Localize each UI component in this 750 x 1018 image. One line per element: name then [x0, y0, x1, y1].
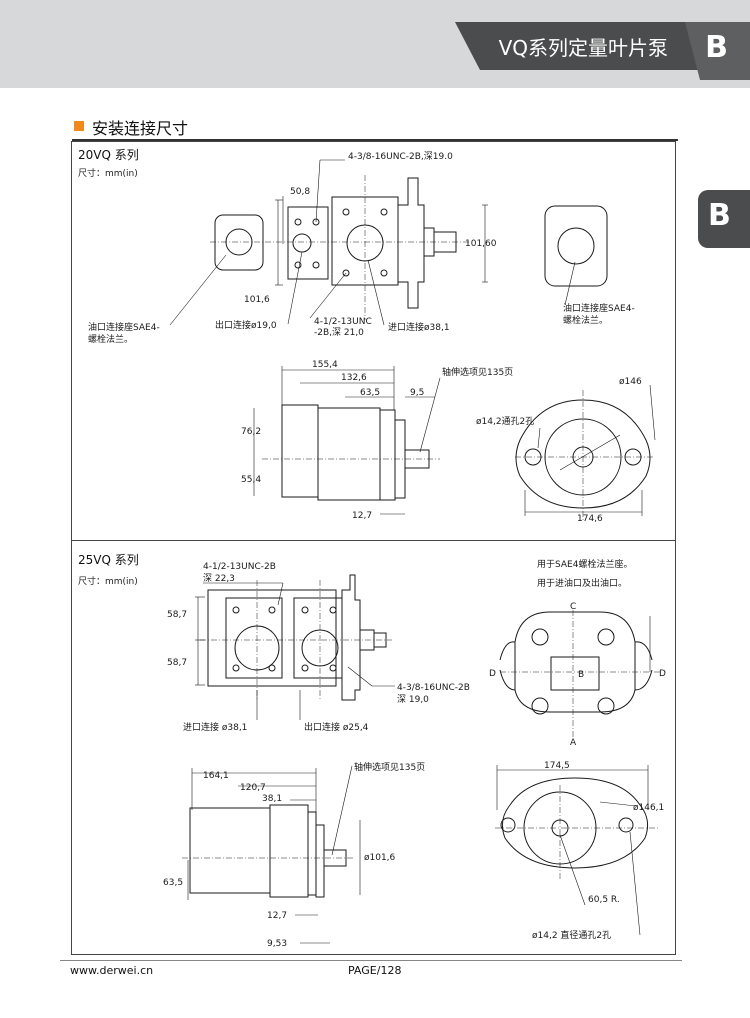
- label-25vq-381: 38,1: [262, 794, 282, 804]
- pump-25vq-front-view: [200, 574, 392, 701]
- label-20vq-635: 63,5: [360, 388, 380, 398]
- label-20vq-hole: ø14,2通孔2孔: [476, 416, 534, 427]
- side-tab-letter: B: [708, 198, 731, 233]
- label-20vq-bolt: 4-3/8-16UNC-2B,深19.0: [348, 151, 453, 162]
- header-shape: [455, 22, 750, 80]
- footer-rule: [60, 960, 682, 961]
- label-25vq-hole: ø14,2 直径通孔2孔: [532, 929, 611, 941]
- label-25vq-thread1: 4-1/2-13UNC-2B: [203, 562, 276, 572]
- label-25vq-inlet: 进口连接 ø38,1: [183, 721, 247, 733]
- label-20vq-flange-r1: 油口连接座SAE4-: [563, 302, 635, 314]
- label-20vq-1016: 101,6: [244, 295, 270, 305]
- label-25vq-note1: 用于SAE4螺栓法兰座。: [537, 558, 632, 570]
- label-25vq-127: 12,7: [267, 911, 287, 921]
- pump-20vq-side-view: [262, 404, 440, 501]
- label-25vq-shaft: 轴伸选项见135页: [354, 761, 425, 773]
- frame-divider: [71, 540, 676, 541]
- block-25vq-title: 25VQ 系列: [78, 553, 139, 567]
- label-25vq-587a: 58,7: [167, 610, 187, 620]
- label-20vq-inlet: 进口连接ø38,1: [388, 321, 450, 333]
- label-20vq-1554: 155,4: [312, 360, 338, 370]
- label-20vq-146: ø146: [619, 377, 642, 387]
- label-20vq-flange-r2: 螺栓法兰。: [563, 314, 608, 326]
- label-25vq-1745: 174,5: [544, 761, 570, 771]
- label-25vq-953: 9,53: [267, 939, 287, 949]
- label-20vq-127: 12,7: [352, 511, 372, 521]
- label-20vq-762: 76,2: [241, 427, 261, 437]
- label-20vq-95: 9,5: [410, 388, 424, 398]
- pump-25vq-flange-view: [495, 777, 660, 880]
- section-rule: [72, 139, 678, 141]
- label-25vq-note2: 用于进油口及出油口。: [537, 577, 627, 589]
- label-25vq-605: 60,5 R.: [588, 895, 620, 905]
- label-25vq-1641: 164,1: [203, 771, 229, 781]
- header-section-letter: B: [705, 30, 728, 65]
- label-20vq-554: 55,4: [241, 475, 261, 485]
- label-25vq-1207: 120,7: [240, 783, 266, 793]
- label-25vq-c: C: [570, 602, 576, 612]
- label-25vq-1016: ø101,6: [364, 853, 396, 863]
- label-20vq-outlet: 出口连接ø19,0: [215, 319, 277, 331]
- drawing-frame: [71, 141, 676, 955]
- pump-20vq-front-view: [210, 175, 608, 320]
- pump-25vq-flange-pattern: [499, 610, 660, 738]
- header-title: VQ系列定量叶片泵: [498, 36, 668, 60]
- section-title: 安装连接尺寸: [92, 119, 189, 138]
- label-25vq-bolt1: 4-3/8-16UNC-2B: [397, 683, 470, 693]
- label-25vq-bolt2: 深 19,0: [397, 694, 429, 705]
- block-25vq-unit: 尺寸：mm(in): [78, 577, 138, 587]
- label-20vq-shaft: 轴伸选项见135页: [442, 366, 513, 378]
- label-20vq-1326: 132,6: [341, 373, 367, 383]
- label-20vq-flange-l2: 螺栓法兰。: [88, 333, 133, 345]
- label-25vq-635: 63,5: [163, 878, 183, 888]
- label-25vq-d-right: D: [659, 669, 666, 679]
- label-20vq-thread1: 4-1/2-13UNC: [314, 317, 372, 327]
- label-25vq-a: A: [570, 738, 577, 748]
- label-20vq-1746: 174,6: [577, 514, 603, 524]
- label-20vq-508: 50,8: [290, 187, 310, 197]
- label-25vq-outlet: 出口连接 ø25,4: [304, 721, 369, 733]
- label-20vq-flange-l1: 油口连接座SAE4-: [88, 321, 160, 333]
- footer-page-number: PAGE/128: [348, 964, 402, 977]
- label-25vq-d-left: D: [489, 669, 496, 679]
- label-20vq-thread2: -2B,深 21,0: [314, 327, 364, 338]
- section-bullet: [74, 121, 84, 131]
- label-25vq-thread2: 深 22,3: [203, 573, 235, 584]
- pump-20vq-flange-view: [515, 390, 655, 520]
- label-25vq-587b: 58,7: [167, 658, 187, 668]
- side-tab[interactable]: B: [698, 190, 750, 248]
- footer-site-link[interactable]: www.derwei.cn: [70, 964, 154, 977]
- label-20vq-10160: 101,60: [465, 239, 497, 249]
- block-20vq-title: 20VQ 系列: [78, 148, 139, 162]
- block-20vq-unit: 尺寸：mm(in): [78, 169, 138, 179]
- label-25vq-b: B: [578, 670, 584, 680]
- pump-25vq-side-view: [182, 804, 355, 898]
- label-25vq-1461: ø146,1: [633, 803, 664, 813]
